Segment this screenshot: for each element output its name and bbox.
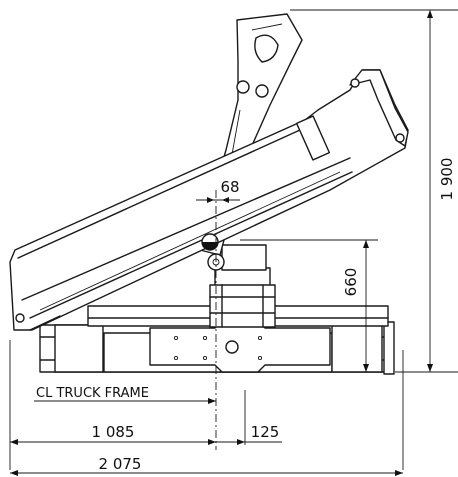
column [209,244,276,328]
dim-total-height-label: 1 900 [438,158,456,201]
dim-offset-68 [196,197,240,203]
truck-frame-leader [34,398,216,404]
dim-right-width-label: 125 [251,423,280,441]
dim-left-width [10,439,216,445]
dim-pivot-height-label: 660 [342,268,360,297]
base-frame [39,305,395,375]
dim-total-width-label: 2 075 [99,455,142,473]
truck-frame-label: CL TRUCK FRAME [36,386,149,401]
dim-left-width-label: 1 085 [92,423,135,441]
dim-total-height [427,10,433,372]
dim-pivot-height [363,240,369,372]
dim-offset-68-label: 68 [220,178,239,196]
dim-total-width [10,470,403,476]
dim-right-width [216,439,282,445]
